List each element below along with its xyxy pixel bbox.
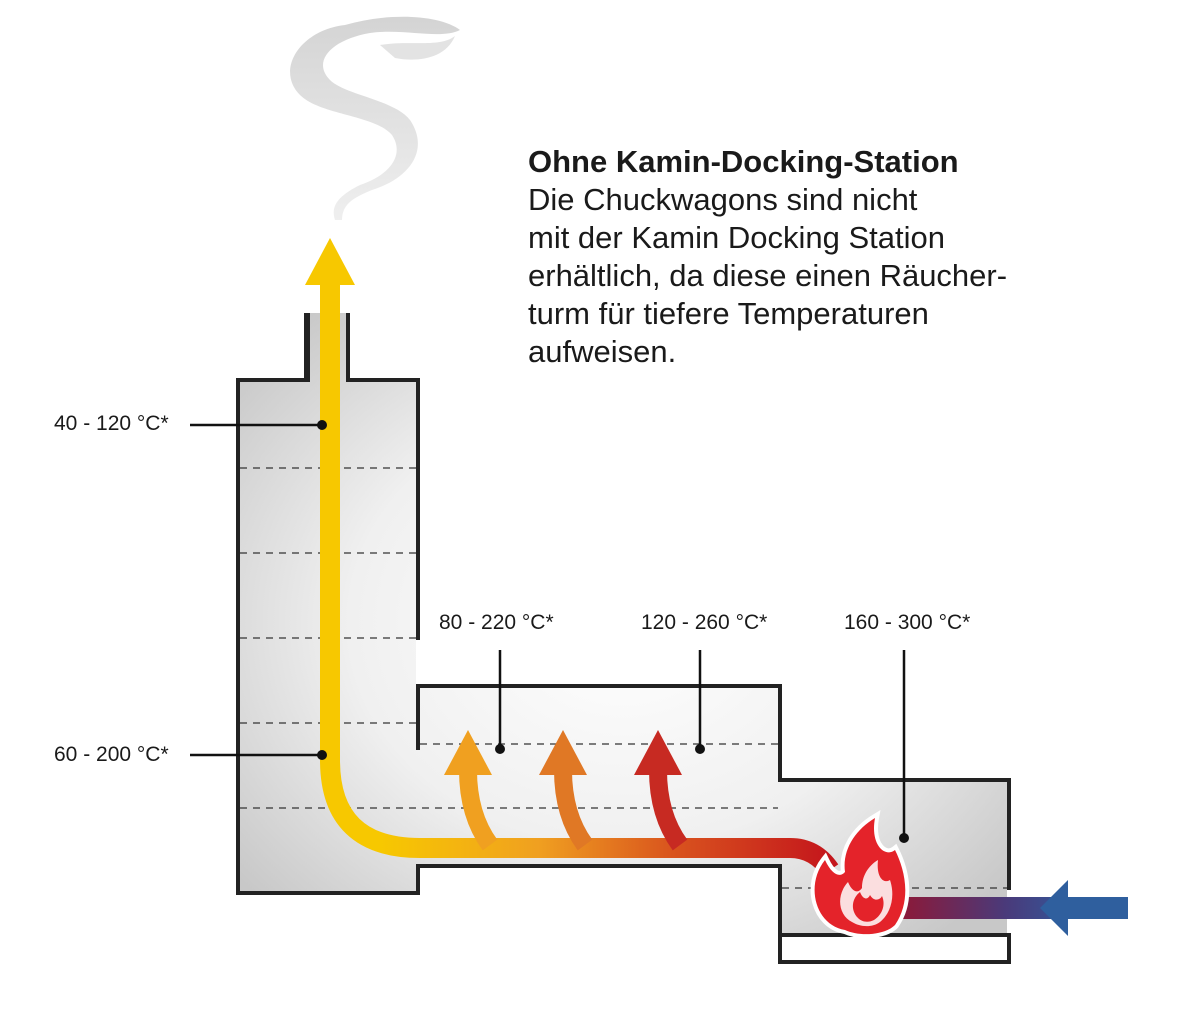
- intake-arrow-head: [1040, 880, 1128, 936]
- leader-lines: [190, 423, 906, 837]
- label-chimney-top: 40 - 120 °C*: [54, 412, 169, 435]
- intake-air-shaft: [900, 897, 1090, 919]
- flow-arrowhead-up: [305, 238, 355, 285]
- leader-dots: [317, 420, 909, 843]
- info-text-block: Ohne Kamin-Docking-Station Die Chuckwago…: [528, 143, 1088, 371]
- label-chamber-right: 120 - 260 °C*: [641, 611, 768, 634]
- info-line: Die Chuckwagons sind nicht: [528, 182, 918, 217]
- info-line: erhältlich, da diese einen Räucher-: [528, 258, 1008, 293]
- info-line: aufweisen.: [528, 334, 677, 369]
- branch-arrows: [444, 730, 688, 851]
- main-flow-arrow: [320, 262, 839, 876]
- label-chamber-left: 80 - 220 °C*: [439, 611, 554, 634]
- smoke-tower-interior: [240, 313, 1007, 933]
- info-line: mit der Kamin Docking Station: [528, 220, 945, 255]
- info-title: Ohne Kamin-Docking-Station: [528, 144, 959, 179]
- smoke-plume-icon: [290, 16, 460, 220]
- label-firebox: 160 - 300 °C*: [844, 611, 971, 634]
- label-chimney-bottom: 60 - 200 °C*: [54, 743, 169, 766]
- info-line: turm für tiefere Temperaturen: [528, 296, 929, 331]
- flame-icon: [810, 810, 910, 939]
- smoker-outline: [236, 313, 1011, 964]
- rack-lines: [240, 467, 1007, 889]
- info-body: Die Chuckwagons sind nicht mit der Kamin…: [528, 181, 1088, 371]
